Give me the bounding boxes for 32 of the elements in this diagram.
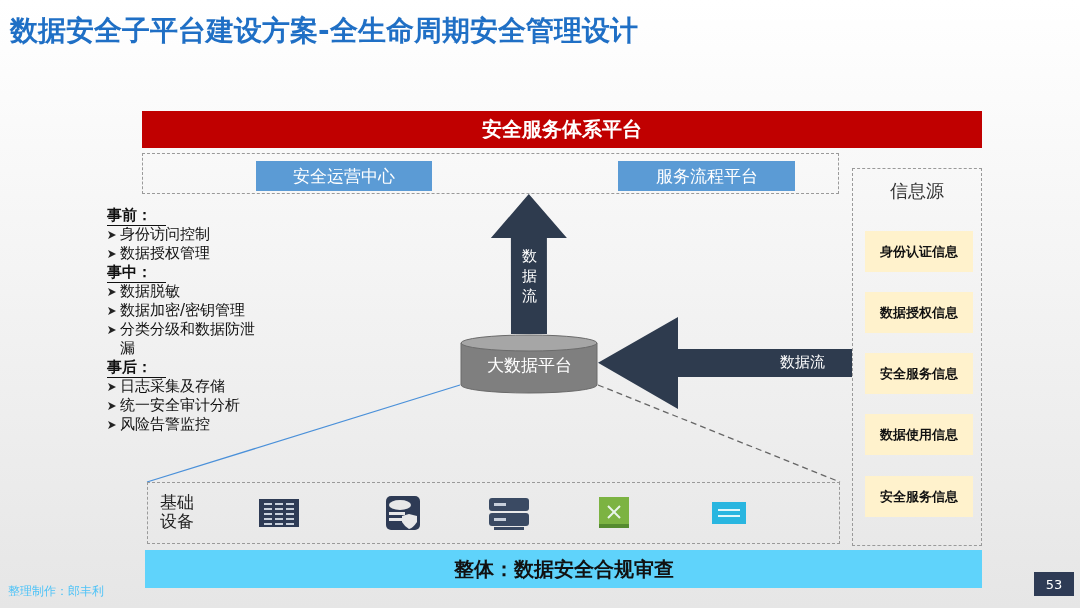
credit-text: 整理制作：郎丰利 — [8, 583, 104, 600]
connector-line — [597, 384, 841, 483]
info-box: 数据使用信息 — [865, 414, 973, 455]
list-item: 身份访问控制 — [120, 225, 211, 244]
group-title: 基础设备 — [160, 493, 195, 531]
list-item: 分类分级和数据防泄漏 — [120, 320, 255, 358]
dashed-group-box — [142, 153, 839, 194]
platform-banner: 安全服务体系平台 — [142, 111, 982, 148]
group-title: 信息源 — [889, 179, 945, 203]
list-item: 数据授权管理 — [120, 244, 211, 263]
list-item: 统一安全审计分析 — [120, 396, 241, 415]
module-box: 服务流程平台 — [618, 161, 795, 191]
list-item: 数据加密/密钥管理 — [120, 301, 247, 320]
section-heading: 事前： — [107, 206, 166, 226]
dashed-group-box — [852, 168, 982, 546]
list-item: 数据脱敏 — [120, 282, 181, 301]
info-box: 安全服务信息 — [865, 476, 973, 517]
section-heading: 事中： — [107, 263, 166, 283]
list-item: 风险告警监控 — [120, 415, 211, 434]
slide-title: 数据安全子平台建设方案-全生命周期安全管理设计 — [10, 13, 638, 49]
section-heading: 事后： — [107, 358, 166, 378]
module-box: 安全运营中心 — [256, 161, 432, 191]
list-item: 日志采集及存储 — [120, 377, 226, 396]
compliance-banner: 整体：数据安全合规审查 — [145, 550, 982, 588]
page-number: 53 — [1034, 572, 1074, 596]
node-label: 大数据平台 — [485, 354, 573, 377]
info-box: 身份认证信息 — [865, 231, 973, 272]
edge-label: 数据流 — [519, 246, 539, 306]
database-cylinder — [460, 334, 598, 394]
connector-line — [146, 384, 461, 483]
info-box: 数据授权信息 — [865, 292, 973, 333]
info-box: 安全服务信息 — [865, 353, 973, 394]
